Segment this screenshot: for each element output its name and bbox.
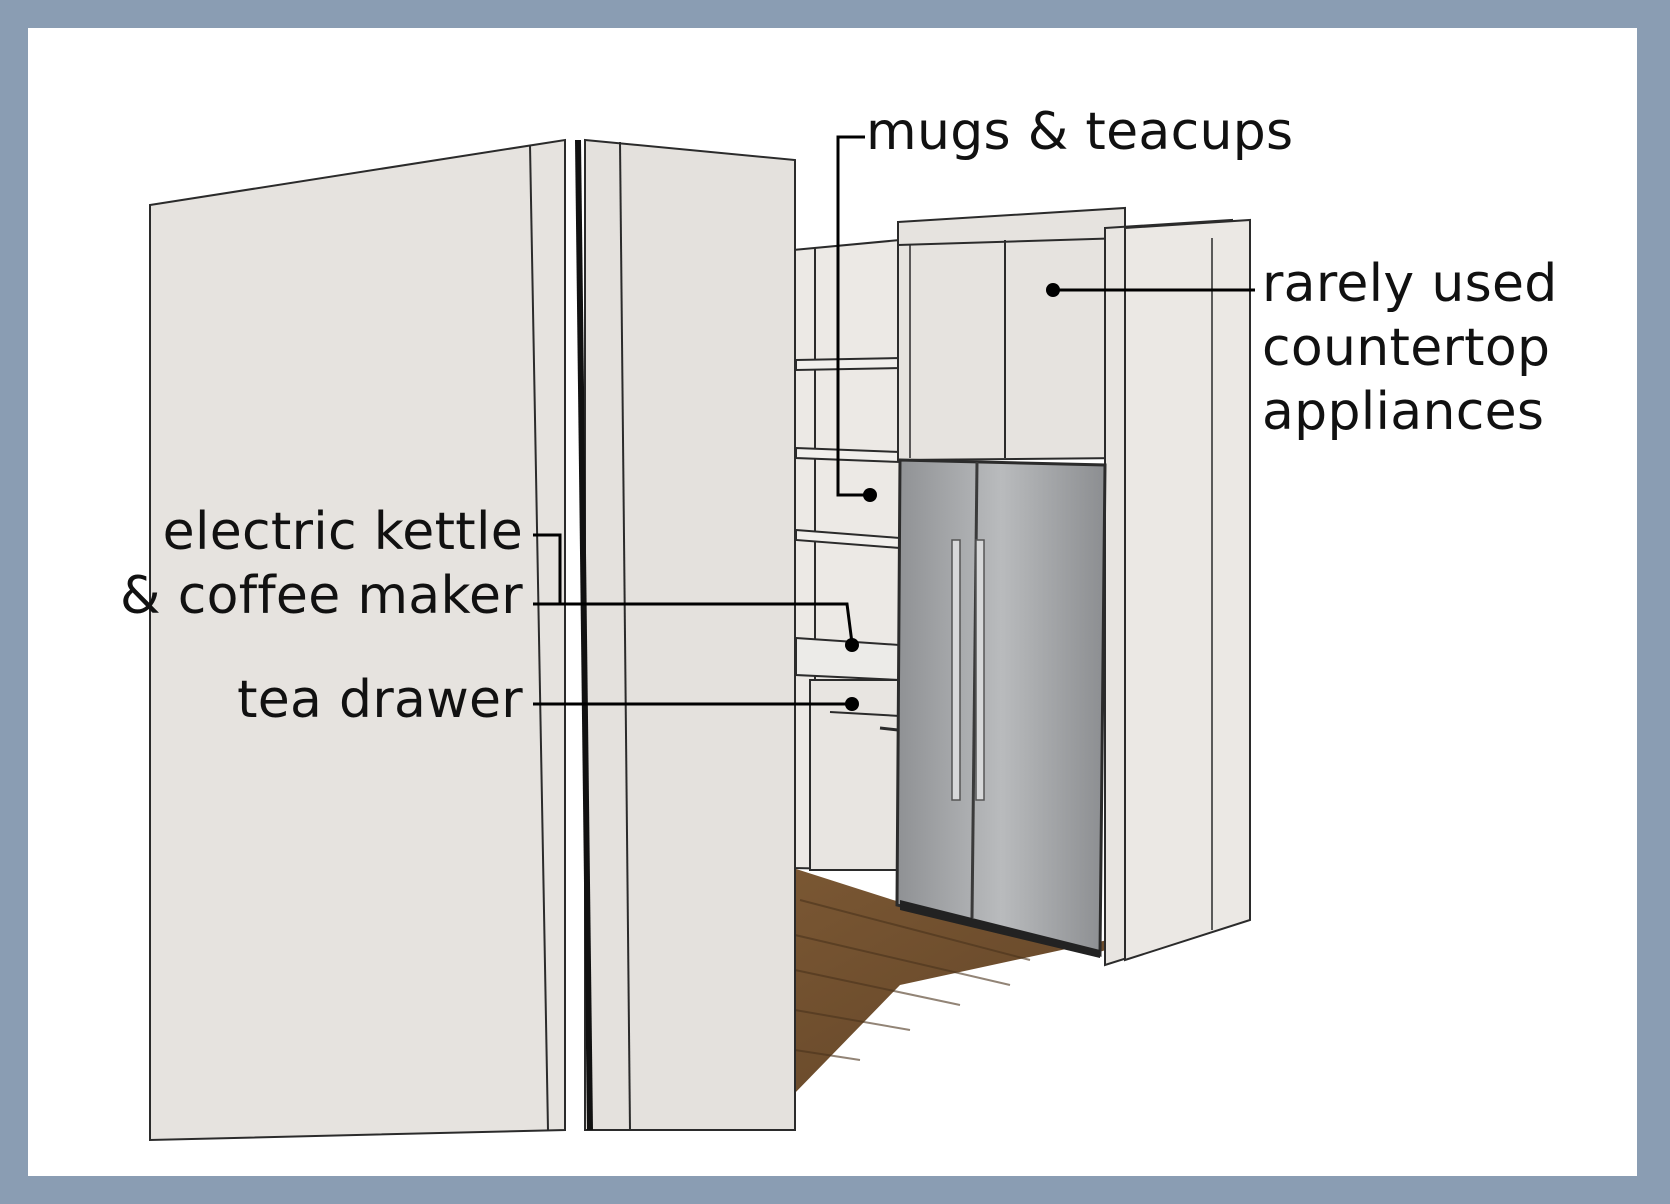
lower-cabinet [809,679,901,871]
foreground-wall-left [149,138,566,1142]
label-electric-kettle: electric kettle [162,502,523,562]
label-tea-drawer: tea drawer [237,670,523,730]
label-rarely-used: rarely used [1262,254,1558,314]
upper-cabinets [897,206,1126,462]
leader-dots [845,283,1060,711]
leader-mugs [836,135,870,497]
foreground-wall-right [584,138,796,1131]
label-countertop: countertop [1262,318,1551,378]
label-coffee-maker: & coffee maker [120,566,523,626]
open-shelves [795,356,901,550]
label-mugs-teacups: mugs & teacups [866,102,1294,162]
refrigerator [895,458,1107,957]
leader-lines [533,135,1255,706]
label-appliances: appliances [1262,382,1545,442]
